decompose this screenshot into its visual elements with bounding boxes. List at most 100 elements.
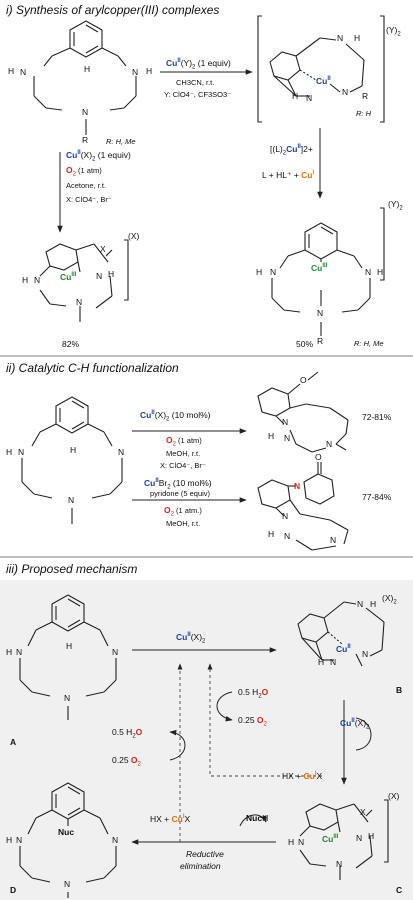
- atom-n: N: [298, 837, 305, 847]
- atom-h: H: [6, 835, 13, 845]
- compound-label-d: D: [10, 885, 17, 895]
- counterion: (X): [388, 791, 400, 801]
- atom-n: N: [337, 33, 344, 43]
- side-anions: X: ClO4⁻, Br⁻: [66, 195, 112, 204]
- atom-h: H: [377, 267, 384, 277]
- r-substituent-note: R: H, Me: [106, 137, 136, 146]
- atom-h: H: [292, 91, 299, 101]
- curved-arrow: [239, 814, 267, 827]
- catalyst-2: CuIIBr2 (10 mol%): [144, 477, 212, 491]
- compound-label-a: A: [10, 737, 17, 747]
- atom-n: N: [132, 67, 139, 77]
- top-reagent: CuII(Y)2 (1 equiv): [166, 57, 231, 71]
- atom-n: N: [64, 879, 71, 889]
- copper-ii-complex: [257, 15, 385, 123]
- yield-left: 82%: [62, 339, 80, 349]
- atom-n: N: [68, 495, 75, 505]
- yield-right: 50%: [296, 339, 314, 349]
- section-header-catalytic: ii) Catalytic C-H functionalization: [6, 361, 179, 375]
- atom-h: H: [6, 647, 13, 657]
- copper-center: CuII: [336, 643, 351, 654]
- curved-arrow: [216, 691, 233, 722]
- atom-h: H: [318, 657, 325, 667]
- copper-center: CuII: [316, 75, 331, 86]
- oxygen-reagent-2: 0.25 O2: [112, 755, 141, 768]
- r-substituent-note: R: H, Me: [354, 339, 384, 348]
- copper-iii-complex-left: [39, 239, 129, 322]
- atom-h: H: [108, 269, 115, 279]
- hx-byproduct-1: HX + CuIX: [282, 770, 323, 781]
- atom-x: X: [360, 807, 366, 817]
- top-anions: Y: ClO4⁻, CF3SO3⁻: [164, 90, 232, 99]
- oxidant-2: O2 (1 atm.): [164, 505, 202, 518]
- counterion: (Y)2: [388, 199, 403, 212]
- counterion: (Y)2: [386, 25, 401, 38]
- section-header-synthesis: i) Synthesis of arylcopper(III) complexe…: [6, 3, 220, 17]
- atom-n: N: [82, 107, 89, 117]
- product-d: [19, 782, 117, 898]
- atom-x: X: [100, 244, 106, 254]
- catalyst-right: CuII(X)2: [340, 717, 370, 731]
- atom-n: N: [112, 647, 119, 657]
- atom-n: N: [282, 417, 289, 427]
- water-product-2: 0.5 H2O: [112, 727, 143, 740]
- atom-n: N: [284, 531, 291, 541]
- ligand-structure: [33, 20, 137, 135]
- section-header-mechanism: iii) Proposed mechanism: [6, 562, 138, 576]
- atom-n: N: [34, 275, 41, 285]
- additive-2: pyridone (5 equiv): [150, 489, 211, 498]
- counterion: (X)2: [382, 593, 397, 606]
- r-substituent-note: R: H: [356, 109, 371, 118]
- disproportion-reagent: [(L)2CuII]2+: [270, 143, 313, 157]
- atom-n: N: [112, 835, 119, 845]
- nuc-atom: Nuc: [58, 827, 75, 837]
- atom-n: N: [284, 433, 291, 443]
- complex-b: [297, 601, 385, 667]
- atom-h: H: [354, 33, 361, 43]
- atom-h: H: [8, 66, 15, 76]
- atom-n: N: [118, 447, 125, 457]
- copper-iii-complex-right: [271, 207, 385, 336]
- atom-n: N: [317, 308, 324, 318]
- atom-n: N: [342, 87, 349, 97]
- atom-n: N: [330, 535, 337, 545]
- ligand-structure-ii: [21, 396, 123, 524]
- atom-n: N: [326, 439, 333, 449]
- atom-h: H: [22, 275, 29, 285]
- atom-n: N: [365, 267, 372, 277]
- atom-h: H: [268, 431, 275, 441]
- atom-h: H: [288, 837, 295, 847]
- atom-n: N: [16, 835, 23, 845]
- catalyst-top: CuII(X)2: [176, 631, 206, 645]
- atom-h: H: [84, 64, 91, 74]
- atom-h: H: [370, 599, 377, 609]
- complex-c: [299, 799, 389, 880]
- copper-iii-center: CuIII: [322, 833, 339, 844]
- atom-n: N: [96, 271, 103, 281]
- copper-iii-center: CuIII: [311, 262, 328, 273]
- atom-n: N: [336, 859, 343, 869]
- pyridone-product: [257, 462, 349, 551]
- atom-n: N: [294, 481, 301, 491]
- reductive-label-2: elimination: [180, 861, 221, 871]
- anions-1: X: ClO4⁻, Br⁻: [160, 461, 206, 470]
- atom-h: H: [268, 529, 275, 539]
- oxidant-1: O2 (1 atm): [166, 435, 202, 448]
- methoxy-product: [257, 371, 349, 453]
- atom-n: N: [356, 833, 363, 843]
- nucleophile: NucH: [246, 813, 269, 823]
- curved-arrow: [355, 717, 372, 751]
- top-solvent: CH3CN, r.t.: [176, 78, 215, 87]
- atom-h: H: [70, 445, 77, 455]
- compound-label-b: B: [396, 685, 403, 695]
- side-reagent: CuII(X)2 (1 equiv): [66, 149, 131, 163]
- atom-o: O: [315, 452, 322, 462]
- atom-n: N: [18, 447, 25, 457]
- yield-1: 72-81%: [362, 412, 392, 422]
- solvent-1: MeOH, r.t.: [166, 449, 201, 458]
- atom-h: H: [368, 831, 375, 841]
- atom-h: H: [6, 447, 13, 457]
- disproportion-products: L + HL⁺ + CuI: [262, 169, 315, 180]
- hx-byproduct-2: HX + CuIX: [150, 813, 191, 824]
